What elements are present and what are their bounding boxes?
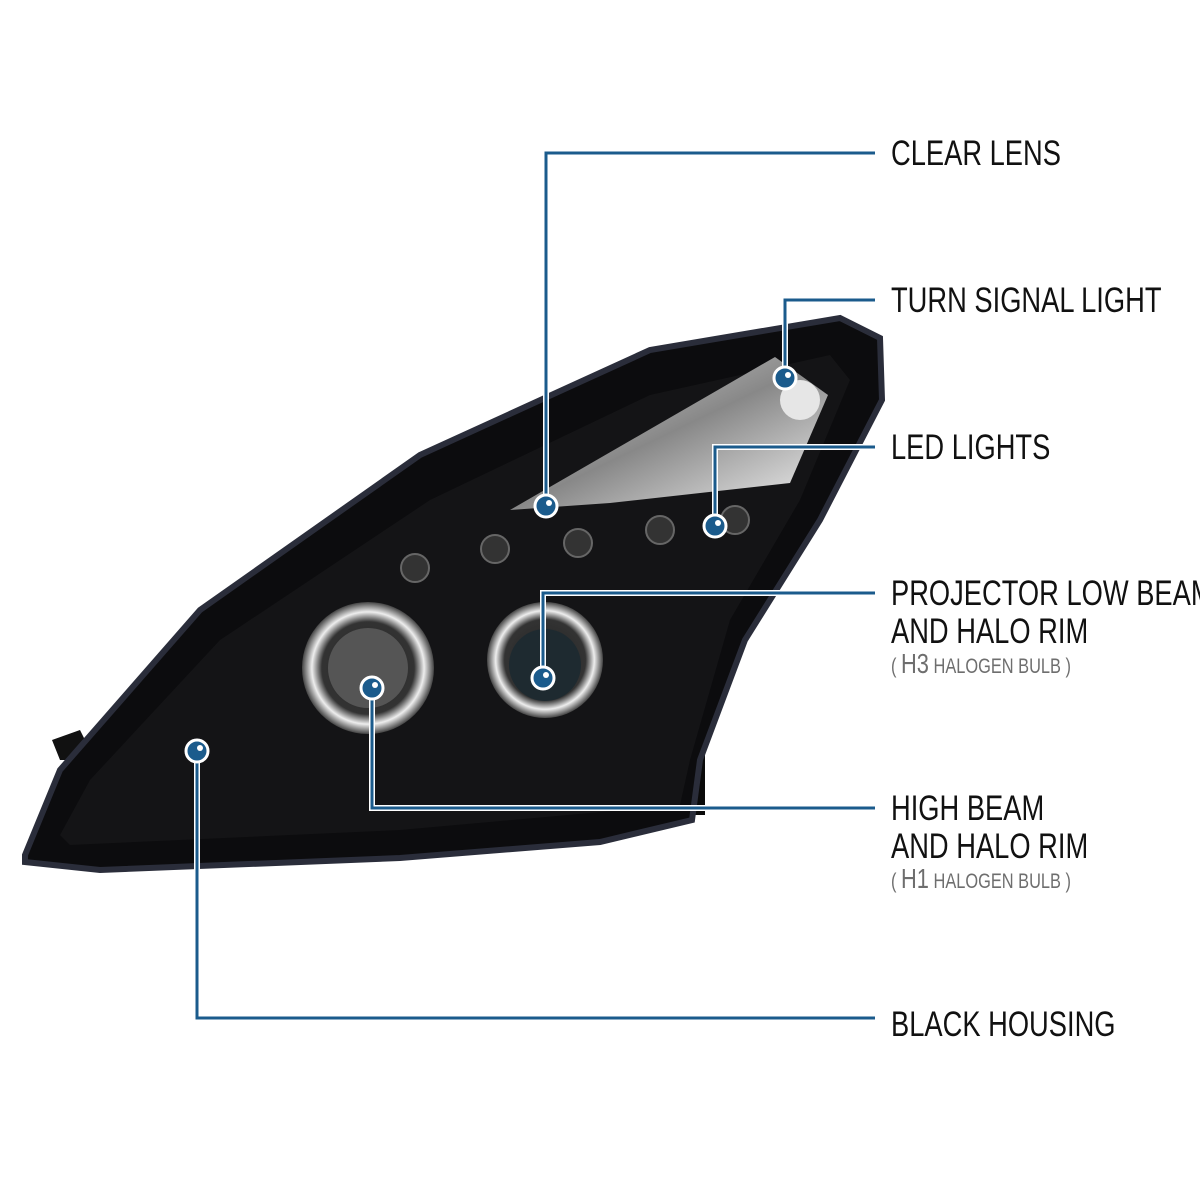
callout-lines [194,150,875,1021]
bulb-type-note: ( H3 HALOGEN BULB ) [891,648,1071,679]
label-line: BLACK HOUSING [891,1005,1116,1044]
bulb-type-note: ( H1 HALOGEN BULB ) [891,863,1071,894]
label-line: TURN SIGNAL LIGHT [891,281,1162,320]
dot-led [702,513,728,539]
label-turn-signal-light: TURN SIGNAL LIGHT [891,282,1162,320]
label-line: PROJECTOR LOW BEAM [891,574,1200,613]
callout-dots [184,365,798,764]
label-line: AND HALO RIM [891,827,1089,866]
label-clear-lens: CLEAR LENS [891,135,1061,173]
headlight-image [22,314,886,874]
led-row [400,505,750,583]
clear-lens-shape [510,357,828,510]
label-led-lights: LED LIGHTS [891,429,1050,467]
label-high-beam: HIGH BEAM AND HALO RIM ( H1 HALOGEN BULB… [891,790,1088,895]
label-line: AND HALO RIM [891,612,1089,651]
label-black-housing: BLACK HOUSING [891,1006,1116,1044]
dot-turn-signal [772,365,798,391]
dot-black-housing [184,738,210,764]
label-line: LED LIGHTS [891,428,1051,467]
dot-clear-lens [533,493,559,519]
label-line: HIGH BEAM [891,789,1045,828]
dot-high-beam [359,675,385,701]
label-projector-low-beam: PROJECTOR LOW BEAM AND HALO RIM ( H3 HAL… [891,575,1200,680]
label-line: CLEAR LENS [891,134,1061,173]
dot-projector [530,665,556,691]
